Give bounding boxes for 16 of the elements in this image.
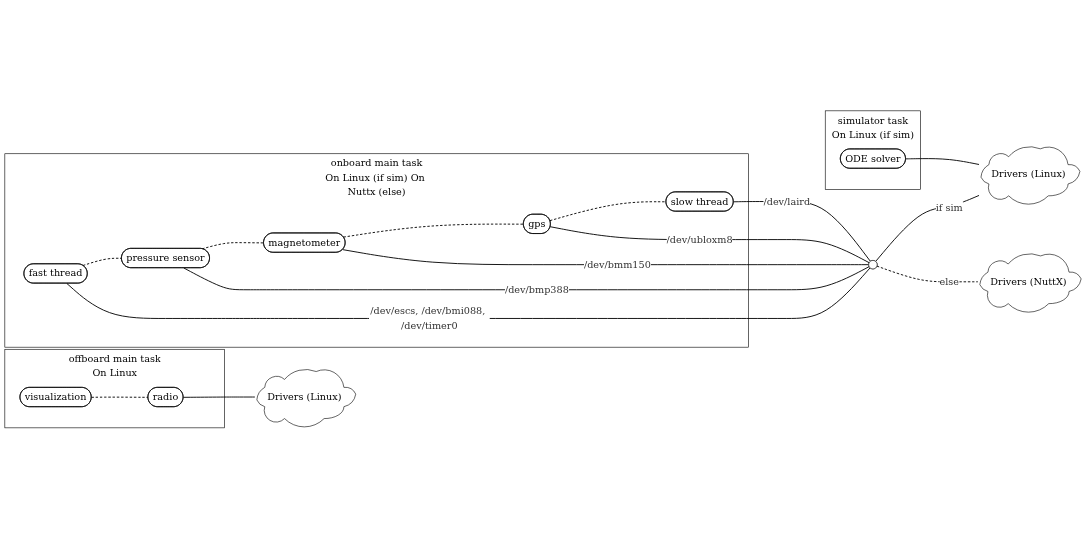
edge-label: /dev/laird (763, 195, 811, 207)
connector (549, 225, 870, 263)
edge-label: /dev/escs, /dev/bmi088, /dev/timer0 (370, 304, 486, 331)
edge-label: /dev/bmp388 (504, 283, 569, 295)
connector (876, 265, 979, 282)
connector (182, 396, 256, 398)
connector (183, 265, 870, 290)
connector (875, 194, 980, 262)
edge-label: else (939, 275, 959, 287)
connector (905, 157, 980, 165)
edge-label: /dev/ubloxm8 (666, 233, 733, 245)
connector (343, 223, 525, 238)
edge-label: if sim (935, 201, 963, 214)
connector (549, 200, 667, 221)
connector (66, 267, 871, 319)
edge-label: /dev/bmm150 (583, 258, 651, 270)
